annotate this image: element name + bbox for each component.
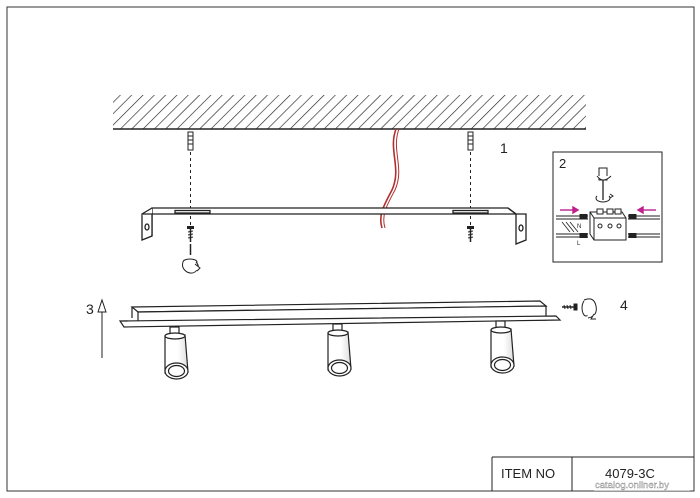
step-3-label: 3 [86,301,94,317]
line-label: L [577,241,581,247]
wires-right [628,214,660,238]
mounting-bracket [141,207,527,245]
wall-anchor-left [187,131,194,212]
item-no-label: ITEM NO [501,466,555,481]
inset-screwdriver-icon [595,167,614,203]
screwdriver-hand-icon [182,244,201,274]
item-no-value: 4079-3C [605,466,655,481]
side-screw-icon [562,298,597,320]
spotlight-2 [327,323,352,377]
wiring-inset: 2 [552,151,663,263]
title-block [491,456,694,491]
spotlight-3 [490,320,515,374]
wires-left [556,214,588,238]
wall-anchor-right [467,131,474,212]
page-border [6,6,695,492]
watermark: catalog.onliner.by [595,480,669,491]
track-rail [118,300,562,328]
step-2-label: 2 [559,156,566,171]
power-cable [379,128,397,229]
lift-arrow-icon [97,298,107,358]
screw-right [467,216,474,242]
wire-insert-arrow-icons [560,205,656,215]
step-1-label: 1 [500,140,508,156]
step-4-label: 4 [620,297,628,313]
terminal-block [589,208,627,241]
screw-left [187,216,194,242]
spotlight-1 [164,326,189,380]
neutral-label: N [577,224,581,230]
ceiling [113,95,586,130]
